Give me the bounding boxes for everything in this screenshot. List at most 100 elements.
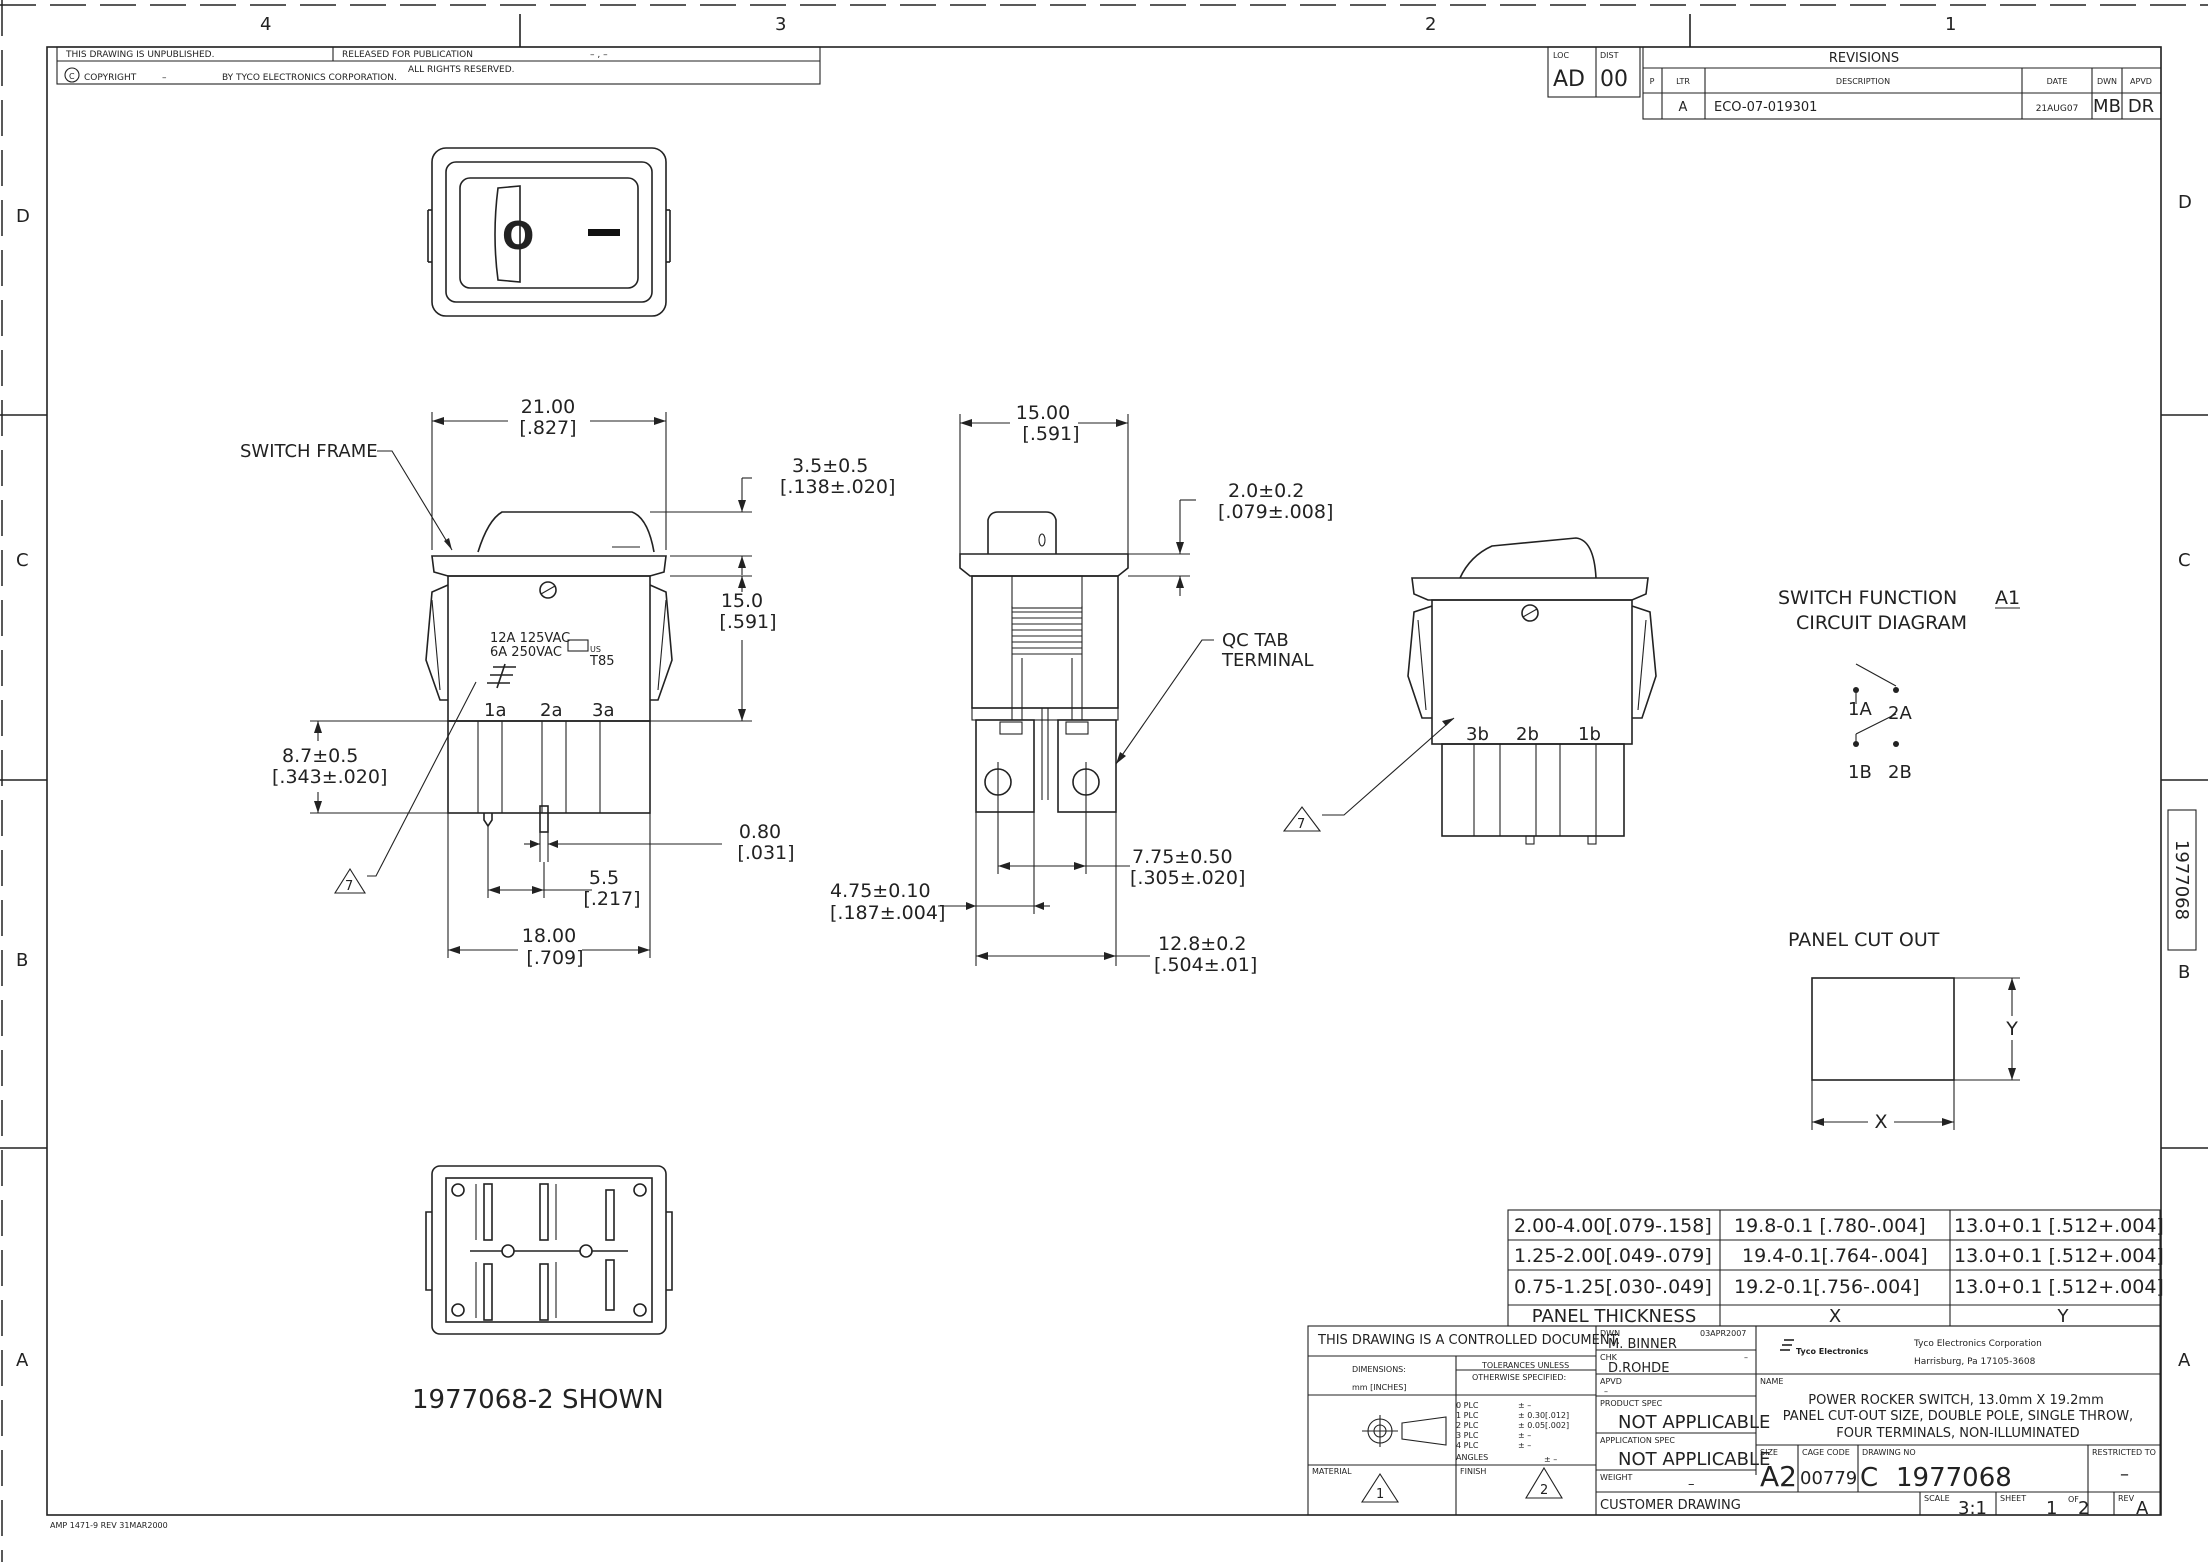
dim-4-75: 4.75±0.10 (830, 880, 931, 902)
switch-frame-label: SWITCH FRAME (240, 441, 378, 462)
panel-row: 0.75-1.25[.030-.049] 19.2-0.1[.756-.004]… (1514, 1276, 2164, 1298)
notice-copyright: COPYRIGHT (84, 73, 137, 83)
dim-18-in: [.709] (526, 947, 583, 969)
dwn-date: 03APR2007 (1700, 1329, 1746, 1338)
note-1-triangle (1360, 1472, 1400, 1503)
qc-tab-right (1057, 719, 1117, 813)
dwn-name: M. BINNER (1608, 1337, 1677, 1352)
svg-text:1: 1 (1376, 1487, 1384, 1502)
svg-text:21AUG07: 21AUG07 (2036, 104, 2079, 114)
svg-text:1.25-2.00[.049-.079]: 1.25-2.00[.049-.079] (1514, 1245, 1712, 1267)
drawing-no-prefix: C (1860, 1463, 1878, 1493)
shown-part-label: 1977068-2 SHOWN (412, 1385, 664, 1415)
application-spec-label: APPLICATION SPEC (1600, 1436, 1675, 1445)
side-view: QC TAB TERMINAL 15.00 [.591] 2.0±0.2 [.0… (830, 402, 1333, 976)
svg-text:US: US (590, 645, 601, 654)
cage-code-value: 00779 (1800, 1468, 1857, 1489)
application-spec-value: NOT APPLICABLE (1618, 1449, 1770, 1470)
svg-text:± 0.05[.002]: ± 0.05[.002] (1518, 1421, 1569, 1430)
zone-top-1: 1 (1945, 14, 1956, 35)
zone-left-a: A (16, 1350, 29, 1371)
circuit-diagram: SWITCH FUNCTION A1 CIRCUIT DIAGRAM 1A 2A… (1778, 587, 2020, 783)
copyright-icon (64, 67, 80, 83)
dim-3-5: 3.5±0.5 (792, 455, 868, 477)
cutout-rectangle (1811, 977, 1955, 1081)
projection-symbol-icon (1362, 1415, 1447, 1447)
loc-dist-block: LOC AD DIST 00 (1547, 46, 1641, 98)
rating-line-2: 6A 250VAC (490, 645, 562, 660)
weight-value: – (1688, 1477, 1695, 1492)
dimensions-unit: mm [INCHES] (1352, 1383, 1406, 1392)
tolerances-line-2: OTHERWISE SPECIFIED: (1472, 1373, 1566, 1382)
cutout-title: PANEL CUT OUT (1788, 929, 1940, 951)
rev-header-ltr: LTR (1676, 77, 1690, 86)
zone-right-d: D (2178, 192, 2192, 213)
pin-label-1a: 1a (484, 700, 506, 721)
dim-2-0-in: [.079±.008] (1218, 501, 1333, 523)
form-id: AMP 1471-9 REV 31MAR2000 (50, 1521, 168, 1530)
svg-text:13.0+0.1 [.512+.004]: 13.0+0.1 [.512+.004] (1954, 1215, 2164, 1237)
panel-x-header: X (1829, 1306, 1841, 1327)
zone-labels: 4 3 2 1 D C B A D C B A (16, 14, 2192, 1371)
svg-text:13.0+0.1 [.512+.004]: 13.0+0.1 [.512+.004] (1954, 1276, 2164, 1298)
circuit-pin-2a: 2A (1888, 703, 1912, 724)
svg-text:± –: ± – (1518, 1401, 1531, 1410)
rocker-off-symbol: O (502, 214, 534, 258)
svg-text:19.2-0.1[.756-.004]: 19.2-0.1[.756-.004] (1734, 1276, 1920, 1298)
panel-thickness-header: PANEL THICKNESS (1532, 1306, 1697, 1327)
notice-by: BY TYCO ELECTRONICS CORPORATION. (222, 73, 397, 83)
rev-header-desc: DESCRIPTION (1836, 77, 1890, 86)
rating-line-1: 12A 125VAC (490, 631, 570, 646)
zone-top-2: 2 (1425, 14, 1436, 35)
side-ribs (1012, 611, 1082, 655)
restricted-label: RESTRICTED TO (2092, 1448, 2156, 1457)
qc-tab-terminal-label: TERMINAL (1221, 650, 1314, 671)
cutout-x-label: X (1874, 1111, 1887, 1133)
pin-label-3a: 3a (592, 700, 614, 721)
circuit-pin-1a: 1A (1848, 699, 1872, 720)
tyco-logo-icon: Tyco Electronics (1780, 1339, 1869, 1356)
controlled-document-text: THIS DRAWING IS A CONTROLLED DOCUMENT. (1317, 1333, 1620, 1348)
svg-text:1 PLC: 1 PLC (1456, 1411, 1479, 1420)
vertical-id-tag: 1977068 (2167, 809, 2197, 951)
panel-row: 1.25-2.00[.049-.079] 19.4-0.1[.764-.004]… (1514, 1245, 2164, 1267)
size-value: A2 (1760, 1460, 1797, 1493)
ul-mark-icon (567, 639, 589, 652)
zone-left-b: B (16, 950, 28, 971)
dim-15-00-in: [.591] (1022, 423, 1079, 445)
zone-top-3: 3 (775, 14, 786, 35)
notice-released: RELEASED FOR PUBLICATION (342, 50, 473, 60)
notice-release-value: – , – (590, 50, 608, 60)
zone-right-c: C (2178, 550, 2191, 571)
zone-left-c: C (16, 550, 29, 571)
svg-text:0.75-1.25[.030-.049]: 0.75-1.25[.030-.049] (1514, 1276, 1712, 1298)
of-label: OF (2068, 1495, 2079, 1504)
cutout-y-label: Y (2005, 1018, 2018, 1040)
plc-tolerance-list: 0 PLC ± – 1 PLC ± 0.30[.012] 2 PLC ± 0.0… (1456, 1401, 1569, 1464)
svg-text:2 PLC: 2 PLC (1456, 1421, 1479, 1430)
dist-label: DIST (1600, 51, 1619, 60)
pin-label-2a: 2a (540, 700, 562, 721)
front-view: 12A 125VAC 6A 250VAC US T85 1a 2a 3a SWI… (240, 396, 895, 969)
svg-text:± –: ± – (1518, 1431, 1531, 1440)
tolerances-line-1: TOLERANCES UNLESS (1481, 1361, 1569, 1370)
rev-header-apvd: APVD (2130, 77, 2152, 86)
svg-text:± 0.30[.012]: ± 0.30[.012] (1518, 1411, 1569, 1420)
svg-text:19.4-0.1[.764-.004]: 19.4-0.1[.764-.004] (1742, 1245, 1928, 1267)
chk-dash: – (1744, 1353, 1748, 1362)
material-label: MATERIAL (1312, 1467, 1352, 1476)
zone-left-d: D (16, 206, 30, 227)
svg-text:Tyco Electronics: Tyco Electronics (1796, 1347, 1869, 1356)
loc-label: LOC (1553, 51, 1569, 60)
dim-15-0-in: [.591] (719, 611, 776, 633)
circuit-title-1: SWITCH FUNCTION (1778, 587, 1957, 609)
svg-text:ANGLES: ANGLES (1456, 1453, 1488, 1462)
chk-label: CHK (1600, 1353, 1618, 1362)
dim-7-75: 7.75±0.50 (1132, 846, 1233, 868)
cage-code-label: CAGE CODE (1802, 1448, 1850, 1457)
zone-top-4: 4 (260, 14, 271, 35)
dim-0-80-in: [.031] (737, 842, 794, 864)
bottom-view: 1977068-2 SHOWN (412, 1165, 673, 1415)
